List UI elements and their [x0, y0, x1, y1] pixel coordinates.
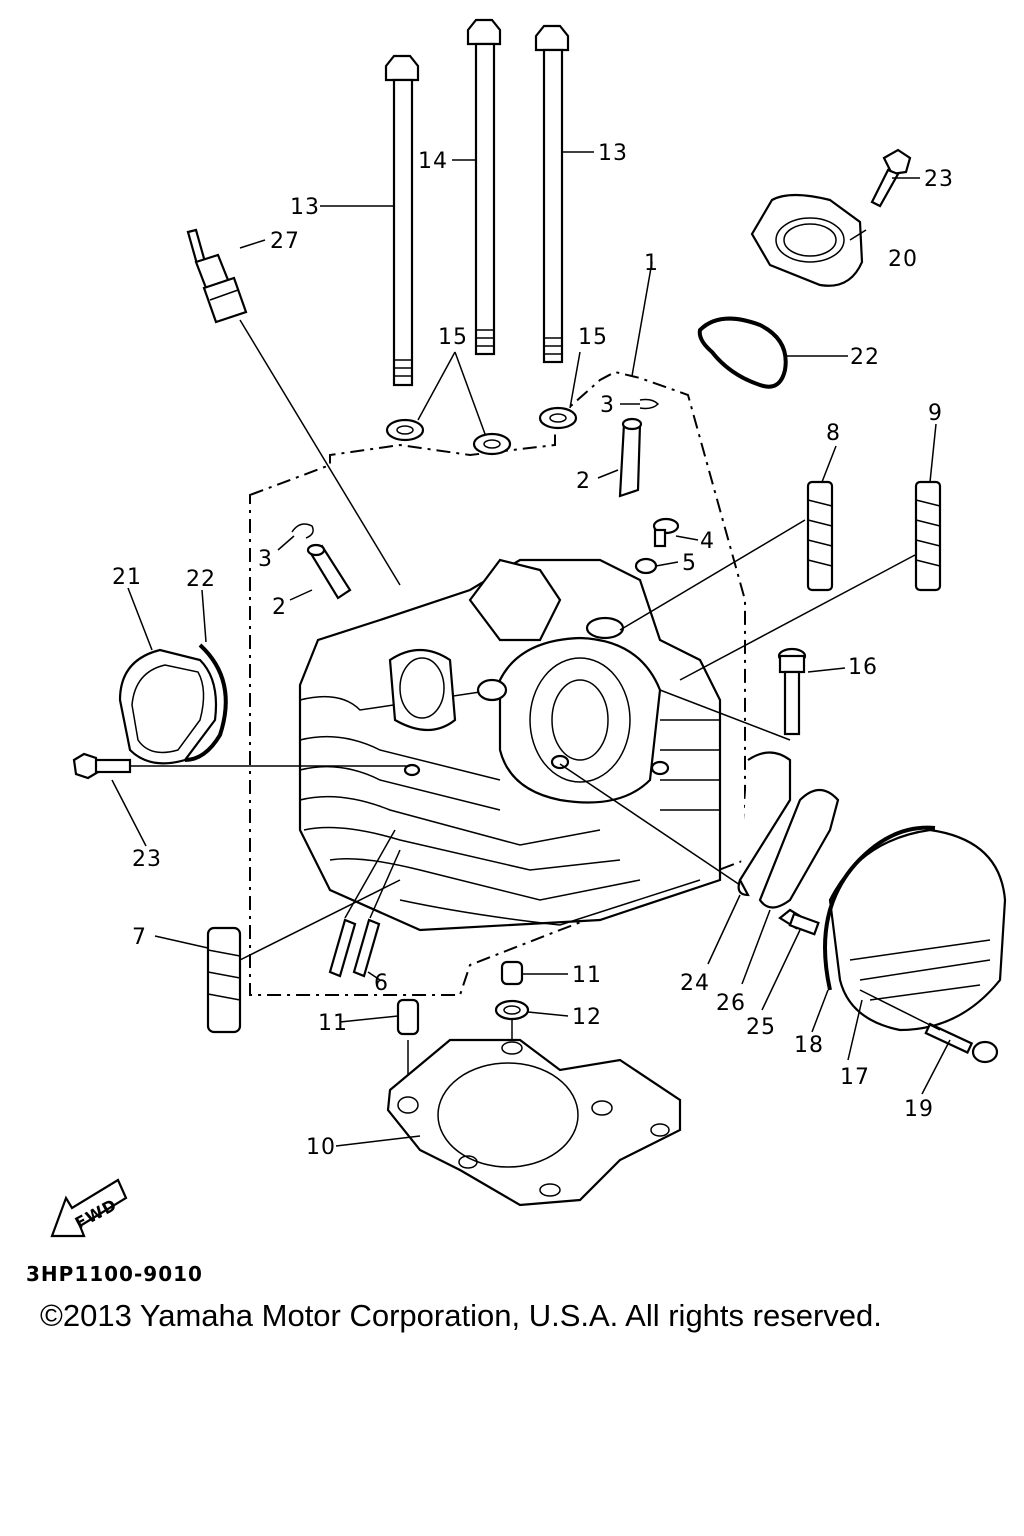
valve-guide-2-left [306, 543, 352, 600]
dowel-7 [206, 926, 242, 1034]
label-24: 24 [680, 971, 710, 996]
bolt-25 [778, 908, 820, 936]
washer-15-right [538, 406, 578, 430]
bolt-16 [777, 647, 807, 736]
gasket-26 [758, 788, 840, 909]
label-22-left: 22 [186, 567, 216, 592]
cover-21 [118, 648, 218, 765]
label-2-right: 2 [576, 469, 591, 494]
label-26: 26 [716, 991, 746, 1016]
leader-lines [111, 151, 951, 1147]
washer-15-left [385, 418, 425, 442]
plate-24 [737, 751, 792, 897]
cylinder-head-exploded-diagram: FWD 13 [50, 18, 1007, 1238]
label-15-left: 15 [438, 325, 468, 350]
label-12: 12 [572, 1005, 602, 1030]
label-15-right: 15 [578, 325, 608, 350]
label-20: 20 [888, 247, 918, 272]
label-11-left: 11 [318, 1011, 348, 1036]
screw-4 [652, 517, 680, 548]
clip-3-left [291, 523, 314, 539]
washer-5 [634, 557, 658, 575]
label-3-right: 3 [600, 393, 615, 418]
spring-9 [914, 480, 942, 592]
label-6: 6 [374, 971, 389, 996]
stud-bolt-13-left [384, 54, 420, 387]
label-11-right: 11 [572, 963, 602, 988]
label-23-left: 23 [132, 847, 162, 872]
label-13-left: 13 [290, 195, 320, 220]
assembly-boundary-dashed [249, 370, 746, 996]
bolt-19 [924, 1022, 999, 1064]
label-13-right: 13 [598, 141, 628, 166]
cover-17 [828, 828, 1007, 1032]
spark-plug-27 [186, 228, 248, 324]
label-18: 18 [794, 1033, 824, 1058]
intake-joint-20 [750, 193, 864, 287]
valve-guide-2-right [618, 417, 643, 498]
label-17: 17 [840, 1065, 870, 1090]
label-16: 16 [848, 655, 878, 680]
dowel-11-right [500, 960, 524, 986]
stud-6 [328, 918, 381, 978]
diagram-part-code: 3HP1100-9010 [26, 1262, 203, 1286]
label-3-left: 3 [258, 547, 273, 572]
label-1: 1 [644, 251, 659, 276]
bolt-23-left [72, 752, 132, 780]
bolt-23-top [870, 148, 912, 208]
cylinder-head-1 [298, 558, 722, 932]
gasket-22-top [697, 316, 788, 389]
dowel-11-left [396, 998, 420, 1036]
label-25: 25 [746, 1015, 776, 1040]
label-23-top: 23 [924, 167, 954, 192]
label-19: 19 [904, 1097, 934, 1122]
label-14: 14 [418, 149, 448, 174]
head-gasket-10 [386, 1038, 682, 1207]
label-5: 5 [682, 551, 697, 576]
label-10: 10 [306, 1135, 336, 1160]
fwd-arrow-icon: FWD [50, 1178, 128, 1238]
o-ring-18 [823, 825, 936, 991]
stud-bolt-14 [466, 18, 502, 356]
spring-8 [806, 480, 834, 592]
stud-bolt-13-right [534, 24, 570, 364]
label-7: 7 [132, 925, 147, 950]
label-8: 8 [826, 421, 841, 446]
clip-3-right [639, 398, 660, 410]
label-4: 4 [700, 529, 715, 554]
label-9: 9 [928, 401, 943, 426]
copyright-notice: ©2013 Yamaha Motor Corporation, U.S.A. A… [40, 1298, 882, 1333]
washer-15-middle [472, 432, 512, 456]
label-22-top: 22 [850, 345, 880, 370]
gasket-22-left [184, 643, 228, 762]
label-2-left: 2 [272, 595, 287, 620]
label-27: 27 [270, 229, 300, 254]
seal-12 [494, 999, 530, 1021]
label-21: 21 [112, 565, 142, 590]
